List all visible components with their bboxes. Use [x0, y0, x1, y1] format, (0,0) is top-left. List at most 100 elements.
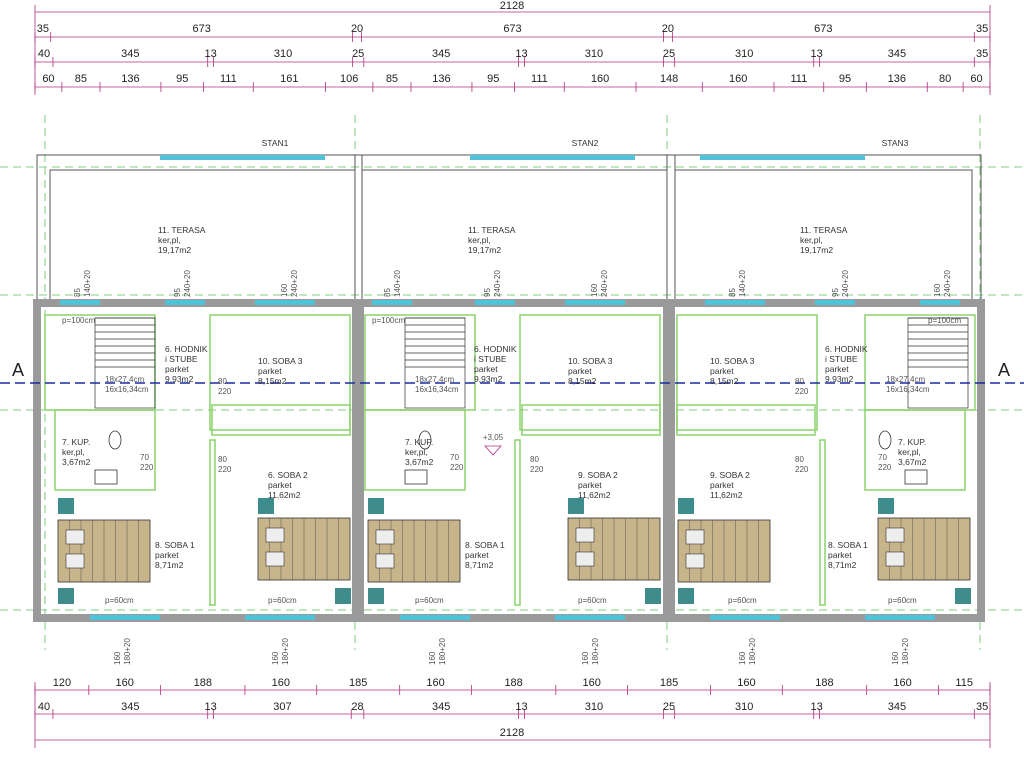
door-label: 220 — [218, 387, 232, 396]
dim-value: 106 — [340, 73, 358, 85]
dim-value: 13 — [811, 701, 823, 713]
dim-value: 25 — [663, 48, 675, 60]
window-label: 180+20 — [281, 638, 290, 665]
dim-value: 85 — [386, 73, 398, 85]
nightstand — [335, 588, 351, 604]
room-kup: 7. KUP. — [62, 437, 90, 447]
dim-value: 20 — [351, 23, 363, 35]
bathroom-fixtures — [94, 430, 928, 485]
dim-value: 148 — [660, 73, 678, 85]
window-label: 240+20 — [841, 270, 850, 297]
room-terasa: 11. TERASA — [158, 225, 206, 235]
dim-value: 25 — [663, 701, 675, 713]
room-soba2: 11,62m2 — [578, 490, 611, 500]
dim-value: 160 — [116, 677, 134, 689]
dimension-lines-top — [34, 5, 991, 95]
window-label: 180+20 — [901, 638, 910, 665]
dim-value: 160 — [426, 677, 444, 689]
room-hodnik: 9,93m2 — [825, 374, 854, 384]
window-label: 160 — [891, 651, 900, 665]
dim-value: 25 — [352, 48, 364, 60]
room-kup: 3,67m2 — [898, 457, 927, 467]
door-label: 80 — [218, 455, 227, 464]
room-soba1: 8,71m2 — [155, 560, 184, 570]
door-label: 220 — [795, 465, 809, 474]
door-label: 80 — [795, 377, 804, 386]
stairs — [94, 317, 969, 409]
dim-value: 160 — [272, 677, 290, 689]
room-soba2: 11,62m2 — [268, 490, 301, 500]
room-soba1: parket — [465, 550, 489, 560]
window-label: 140+20 — [83, 270, 92, 297]
dimension-ticks — [34, 32, 991, 719]
room-soba2: parket — [710, 480, 734, 490]
room-hodnik: 9,93m2 — [474, 374, 503, 384]
room-kup: 7. KUP. — [405, 437, 433, 447]
dim-value: 136 — [121, 73, 139, 85]
dim-value: 345 — [432, 701, 450, 713]
unit-label-3: STAN3 — [882, 138, 909, 148]
stair-label: 16x16,34cm — [415, 385, 459, 394]
room-soba1: 8. SOBA 1 — [828, 540, 868, 550]
unit-label-1: STAN1 — [262, 138, 289, 148]
room-soba1: 8. SOBA 1 — [155, 540, 195, 550]
section-mark-left: A — [12, 360, 24, 380]
dim-value: 111 — [220, 73, 237, 85]
window-label: 140+20 — [393, 270, 402, 297]
dimension-lines-bottom — [34, 682, 991, 748]
room-terasa: 19,17m2 — [468, 245, 501, 255]
dim-value: 35 — [976, 23, 988, 35]
stair-frame — [907, 317, 969, 409]
dim-value: 345 — [888, 48, 906, 60]
room-soba3: parket — [710, 366, 734, 376]
window-label: 180+20 — [123, 638, 132, 665]
dim-value: 345 — [121, 48, 139, 60]
dim-value: 80 — [939, 73, 951, 85]
room-terasa: 11. TERASA — [800, 225, 848, 235]
dim-value: 111 — [790, 73, 807, 85]
room-terasa: ker,pl, — [158, 235, 181, 245]
dim-value: 20 — [662, 23, 674, 35]
door-label: 220 — [795, 387, 809, 396]
dim-value: 28 — [351, 701, 363, 713]
room-soba2: 11,62m2 — [710, 490, 743, 500]
dim-value: 307 — [273, 701, 291, 713]
nightstand — [678, 588, 694, 604]
door-label: 220 — [218, 465, 232, 474]
room-terasa: 19,17m2 — [800, 245, 833, 255]
room-kup: 3,67m2 — [405, 457, 434, 467]
dim-value: 310 — [585, 48, 603, 60]
room-soba3: 10. SOBA 3 — [258, 356, 303, 366]
dim-value: 160 — [582, 677, 600, 689]
dim-value: 345 — [888, 701, 906, 713]
bed — [677, 519, 771, 583]
window-label: 160 — [738, 651, 747, 665]
room-soba1: 8,71m2 — [828, 560, 857, 570]
dim-value: 161 — [280, 73, 298, 85]
bed — [57, 519, 151, 583]
room-hodnik: 6. HODNIK — [474, 344, 517, 354]
room-soba3: 8,15m2 — [258, 376, 287, 386]
room-hodnik: i STUBE — [474, 354, 507, 364]
door-label: 220 — [878, 463, 892, 472]
room-soba1: parket — [155, 550, 179, 560]
nightstand — [955, 588, 971, 604]
door-label: 220 — [530, 465, 544, 474]
room-kup: 3,67m2 — [62, 457, 91, 467]
door-label: 80 — [795, 455, 804, 464]
dim-value: 673 — [192, 23, 210, 35]
window-label: 240+20 — [183, 270, 192, 297]
dim-top-total: 2128 — [500, 0, 524, 12]
room-hodnik: 6. HODNIK — [825, 344, 868, 354]
window-label: 95 — [831, 288, 840, 297]
room-hodnik: i STUBE — [825, 354, 858, 364]
door-label: 70 — [450, 453, 459, 462]
dim-value: 185 — [349, 677, 367, 689]
stair-label: 18x27,4cm — [415, 375, 454, 384]
dim-value: 160 — [729, 73, 747, 85]
terrace-windows — [160, 155, 865, 160]
window-label: 85 — [73, 288, 82, 297]
parapet-label: p=60cm — [578, 596, 607, 605]
